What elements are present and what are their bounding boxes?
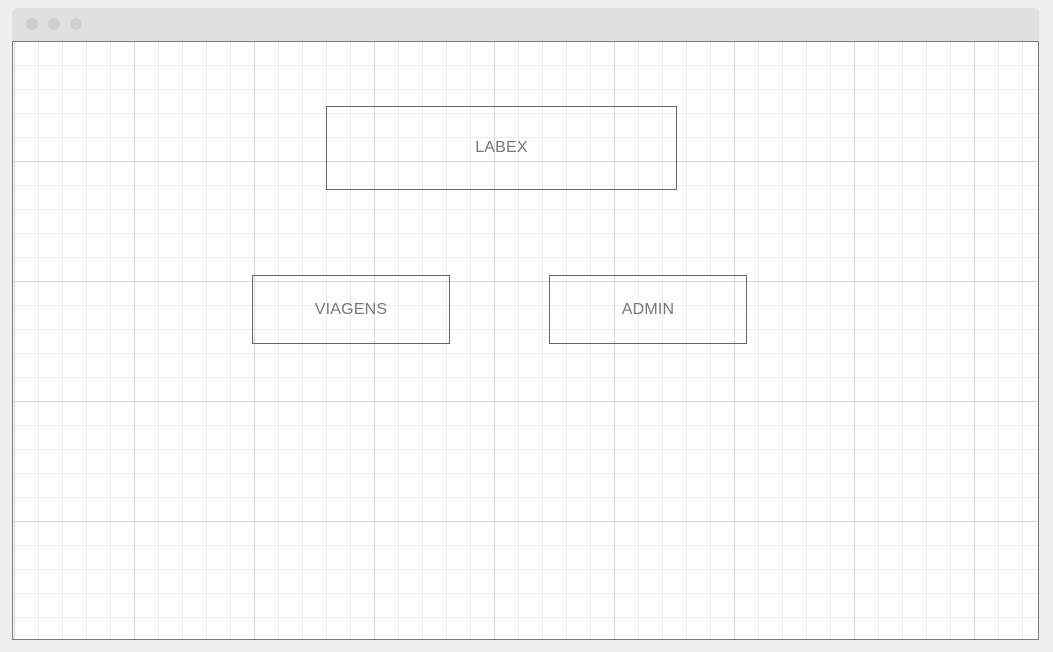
admin-button-label: ADMIN bbox=[621, 300, 675, 318]
wireframe-canvas: LABEX VIAGENS ADMIN bbox=[12, 41, 1039, 640]
viagens-button[interactable]: VIAGENS bbox=[252, 275, 450, 344]
minimize-dot-icon[interactable] bbox=[48, 18, 60, 30]
viagens-button-label: VIAGENS bbox=[314, 300, 388, 318]
window-titlebar bbox=[12, 8, 1039, 41]
labex-title-label: LABEX bbox=[475, 139, 528, 156]
labex-title-box: LABEX bbox=[326, 106, 677, 190]
admin-button[interactable]: ADMIN bbox=[549, 275, 747, 344]
maximize-dot-icon[interactable] bbox=[70, 18, 82, 30]
close-dot-icon[interactable] bbox=[26, 18, 38, 30]
browser-window: LABEX VIAGENS ADMIN bbox=[12, 8, 1039, 640]
